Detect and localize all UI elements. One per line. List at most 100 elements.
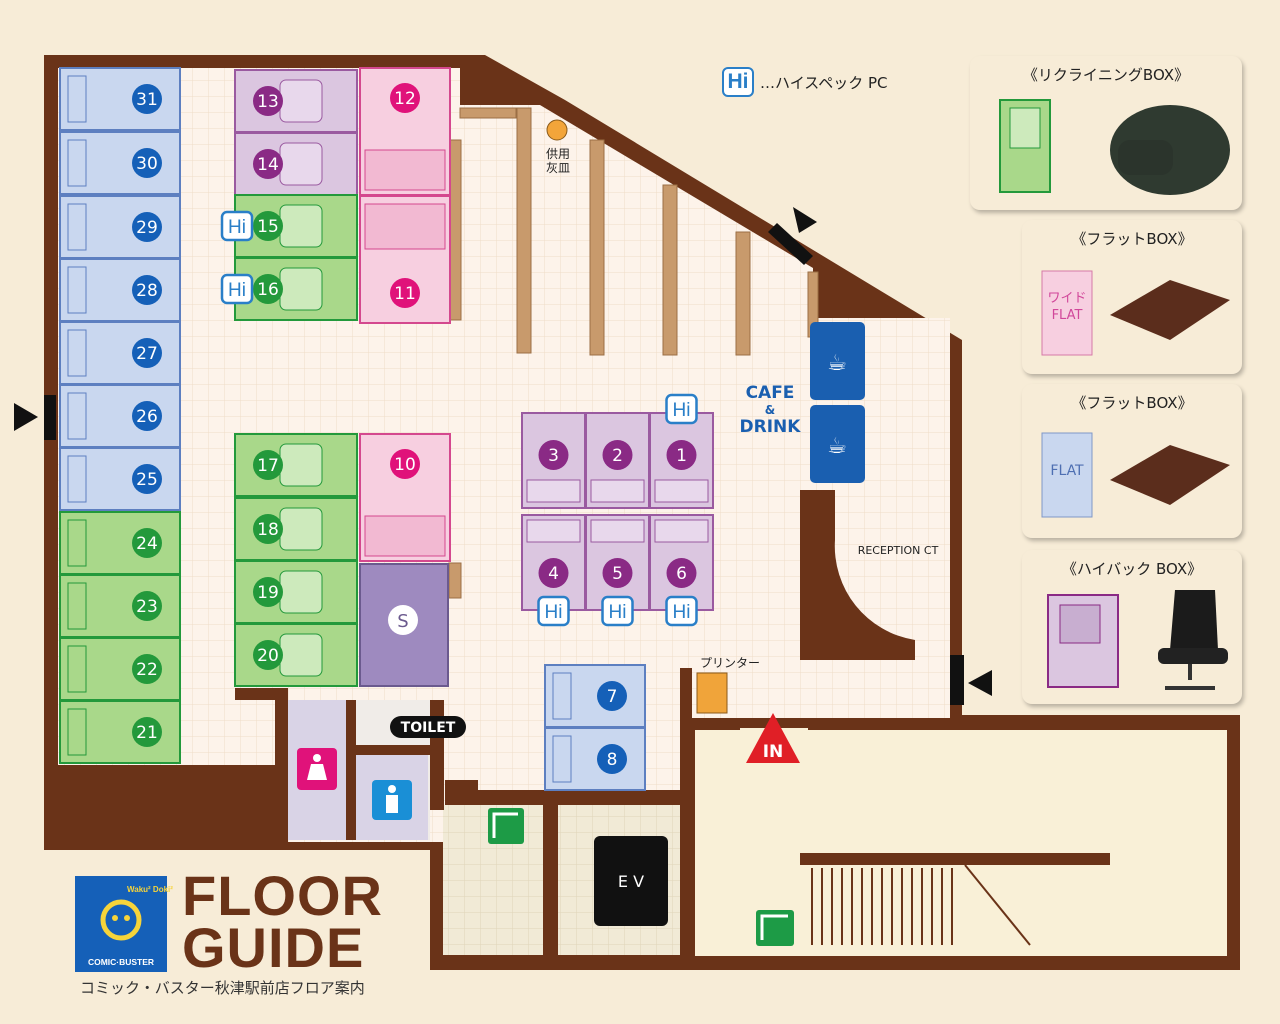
seat-number-badge <box>132 591 162 621</box>
seat-7[interactable]: 7 <box>544 664 646 728</box>
seat-number-badge <box>597 681 627 711</box>
desk <box>552 735 572 783</box>
seat-layer: 3130292827262524232221131415Hi16Hi121110… <box>59 67 714 791</box>
wall-seg <box>808 718 1228 730</box>
seat-number: 17 <box>257 456 279 476</box>
seat-25[interactable]: 25 <box>59 447 181 511</box>
seat-number-badge <box>132 464 162 494</box>
desk <box>67 392 87 440</box>
seat-number: 2 <box>612 446 623 466</box>
seat-30[interactable]: 30 <box>59 131 181 195</box>
seat-2[interactable]: 2 <box>585 412 650 509</box>
seat-27[interactable]: 27 <box>59 321 181 385</box>
seat-10[interactable]: 10 <box>359 433 451 562</box>
card-sample-line: FLAT <box>1051 308 1083 323</box>
seat-21[interactable]: 21 <box>59 700 181 764</box>
seat-number-badge <box>253 514 283 544</box>
wall-seg <box>235 688 285 700</box>
desk <box>654 479 709 503</box>
seat-13[interactable]: 13 <box>234 69 358 133</box>
seat-28[interactable]: 28 <box>59 258 181 322</box>
desk <box>67 645 87 693</box>
printer-icon <box>696 672 728 714</box>
reception-counter <box>800 490 915 660</box>
hi-spec-label: Hi <box>545 602 563 623</box>
seat-14[interactable]: 14 <box>234 132 358 196</box>
hi-spec-icon <box>537 595 570 627</box>
seat-number-badge <box>132 401 162 431</box>
wall-seg <box>275 688 288 843</box>
seat-number: 8 <box>607 750 618 770</box>
seat-number-badge <box>253 86 283 116</box>
seat-18[interactable]: 18 <box>234 497 358 561</box>
seat-8[interactable]: 8 <box>544 727 646 791</box>
desk <box>364 149 446 191</box>
seat-number: 11 <box>394 284 416 304</box>
seat-23[interactable]: 23 <box>59 574 181 638</box>
seat-4[interactable]: 4Hi <box>521 514 586 627</box>
seat-box <box>544 727 646 791</box>
seat-3[interactable]: 3 <box>521 412 586 509</box>
cafe-label: CAFE <box>746 383 795 403</box>
seat-19[interactable]: 19 <box>234 560 358 624</box>
seat-number: 29 <box>136 218 158 238</box>
seat-number: 1 <box>676 446 687 466</box>
seat-number: 7 <box>607 687 618 707</box>
seat-26[interactable]: 26 <box>59 384 181 448</box>
stairs <box>800 853 1110 946</box>
svg-text:Waku² Doki²: Waku² Doki² <box>127 885 173 894</box>
seat-number: 31 <box>136 90 158 110</box>
elevator-label: E V <box>618 872 644 891</box>
seat-22[interactable]: 22 <box>59 637 181 701</box>
wall-seg <box>543 790 558 970</box>
seat-12[interactable]: 12 <box>359 67 451 196</box>
seat-number-badge <box>538 558 569 588</box>
seat-number-badge <box>253 640 283 670</box>
seat-1[interactable]: 1Hi <box>649 393 714 509</box>
seat-number-badge <box>390 278 420 308</box>
desk <box>67 266 87 314</box>
seat-17[interactable]: 17 <box>234 433 358 497</box>
chair <box>279 267 323 311</box>
seat-number: 10 <box>394 455 416 475</box>
wall-seg <box>445 780 478 792</box>
shower-room[interactable]: S <box>359 563 449 687</box>
wall-seg <box>680 718 740 730</box>
seat-5[interactable]: 5Hi <box>585 514 650 627</box>
reception-label: RECEPTION CT <box>858 544 939 557</box>
toilet-label: TOILET <box>401 720 456 736</box>
wall-seg <box>680 668 692 718</box>
seat-number-badge <box>666 558 697 588</box>
card-flat: 《フラットBOX》 FLAT <box>1022 384 1242 538</box>
ashtray-label: 灰皿 <box>546 161 570 175</box>
mascot-icon: Waku² Doki² <box>100 885 173 941</box>
highback-chair-photo <box>1170 590 1218 650</box>
arrow-diagonal-entrance <box>793 207 817 233</box>
seat-24[interactable]: 24 <box>59 511 181 575</box>
seat-20[interactable]: 20 <box>234 623 358 687</box>
card-illustrations <box>999 99 1230 690</box>
seat-11[interactable]: 11 <box>359 195 451 324</box>
seat-number: 27 <box>136 344 158 364</box>
seat-number: 21 <box>136 723 158 743</box>
door-left <box>44 395 56 440</box>
seat-number-badge <box>253 450 283 480</box>
bookshelves <box>448 107 819 599</box>
chair <box>279 204 323 248</box>
page-title: FLOOR GUIDE <box>182 868 383 976</box>
seat-number: 24 <box>136 534 158 554</box>
seat-number: 13 <box>257 92 279 112</box>
seat-29[interactable]: 29 <box>59 195 181 259</box>
seat-box <box>544 664 646 728</box>
seat-6[interactable]: 6Hi <box>649 514 714 627</box>
card-title: 《ハイバック BOX》 <box>1061 560 1203 578</box>
seat-number-badge <box>132 654 162 684</box>
seat-number: 26 <box>136 407 158 427</box>
hi-spec-icon <box>220 273 254 305</box>
hi-spec-label: Hi <box>228 217 246 238</box>
seat-number-badge <box>602 440 633 470</box>
seat-31[interactable]: 31 <box>59 67 181 131</box>
